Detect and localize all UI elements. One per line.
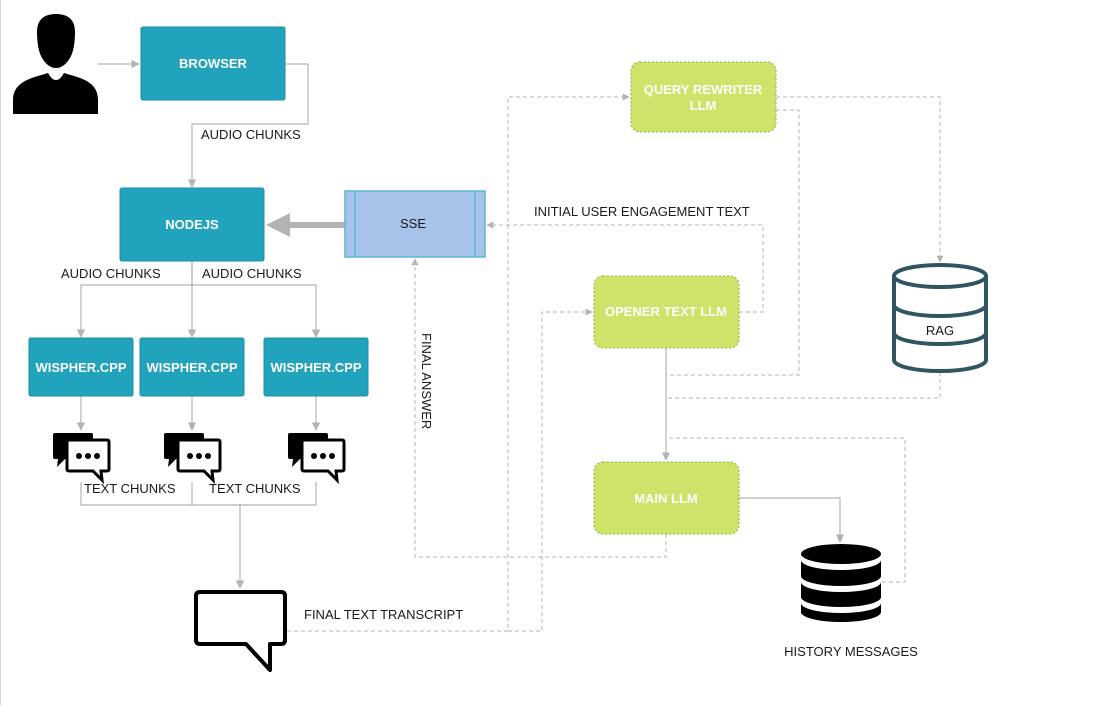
edge-text-chunks-merge xyxy=(80,482,317,506)
sse-label: SSE xyxy=(400,216,426,231)
edge-query-rewriter-rag xyxy=(776,96,944,263)
chat-bubbles-icon xyxy=(164,433,222,485)
wispher-node-1: WISPHER.CPP xyxy=(28,337,134,397)
chat-bubbles-icon xyxy=(288,433,346,485)
main-llm-node: MAIN LLM xyxy=(593,461,740,535)
database-outline-icon xyxy=(892,263,988,373)
user-icon xyxy=(13,14,98,114)
wispher-node-2: WISPHER.CPP xyxy=(139,337,245,397)
solid-edges xyxy=(76,59,845,589)
database-solid-icon xyxy=(801,544,881,622)
edge-label-initial-user-engagement: INITIAL USER ENGAGEMENT TEXT xyxy=(534,204,750,219)
wispher-1-label: WISPHER.CPP xyxy=(35,360,126,375)
dashed-edges xyxy=(287,93,944,632)
edge-query-rewriter-main xyxy=(666,109,800,376)
edge-label-final-answer: FINAL ANSWER xyxy=(419,333,434,429)
edge-label-audio-chunks-left: AUDIO CHUNKS xyxy=(61,266,161,281)
wispher-2-label: WISPHER.CPP xyxy=(146,360,237,375)
query-rewriter-label-line1: QUERY REWRITER xyxy=(644,82,763,97)
browser-label: BROWSER xyxy=(179,56,248,71)
edge-transcript-opener xyxy=(508,308,593,632)
edge-label-text-chunks-right: TEXT CHUNKS xyxy=(209,481,301,496)
wispher-3-label: WISPHER.CPP xyxy=(270,360,361,375)
main-llm-label: MAIN LLM xyxy=(634,491,698,506)
edge-nodejs-wispher-3 xyxy=(192,284,321,338)
edge-rag-main xyxy=(666,372,941,399)
chat-bubbles-icon xyxy=(53,433,111,485)
edge-label-history-messages: HISTORY MESSAGES xyxy=(784,644,918,659)
opener-text-llm-label: OPENER TEXT LLM xyxy=(605,304,727,319)
wispher-node-3: WISPHER.CPP xyxy=(263,337,369,397)
edge-label-audio-chunks-right: AUDIO CHUNKS xyxy=(202,266,302,281)
browser-node: BROWSER xyxy=(140,26,286,101)
nodejs-label: NODEJS xyxy=(165,217,219,232)
sse-node: SSE xyxy=(344,190,486,258)
edge-label-audio-chunks-browser: AUDIO CHUNKS xyxy=(201,127,301,142)
edge-history-main xyxy=(666,437,906,583)
edge-browser-nodejs xyxy=(187,63,309,188)
edge-transcript-query-rewriter xyxy=(287,93,630,632)
query-rewriter-label-line2: LLM xyxy=(690,98,717,113)
edge-opener-sse xyxy=(486,221,764,313)
nodejs-node: NODEJS xyxy=(119,187,265,262)
edge-label-final-text-transcript: FINAL TEXT TRANSCRIPT xyxy=(304,607,463,622)
query-rewriter-node: QUERY REWRITER LLM xyxy=(630,61,777,133)
edge-label-text-chunks-left: TEXT CHUNKS xyxy=(84,481,176,496)
opener-text-llm-node: OPENER TEXT LLM xyxy=(593,275,740,349)
edge-main-history xyxy=(738,497,845,543)
speech-bubble-icon xyxy=(194,590,287,672)
edge-main-sse xyxy=(411,258,667,558)
rag-label: RAG xyxy=(926,323,954,338)
edge-sse-nodejs xyxy=(266,213,345,237)
